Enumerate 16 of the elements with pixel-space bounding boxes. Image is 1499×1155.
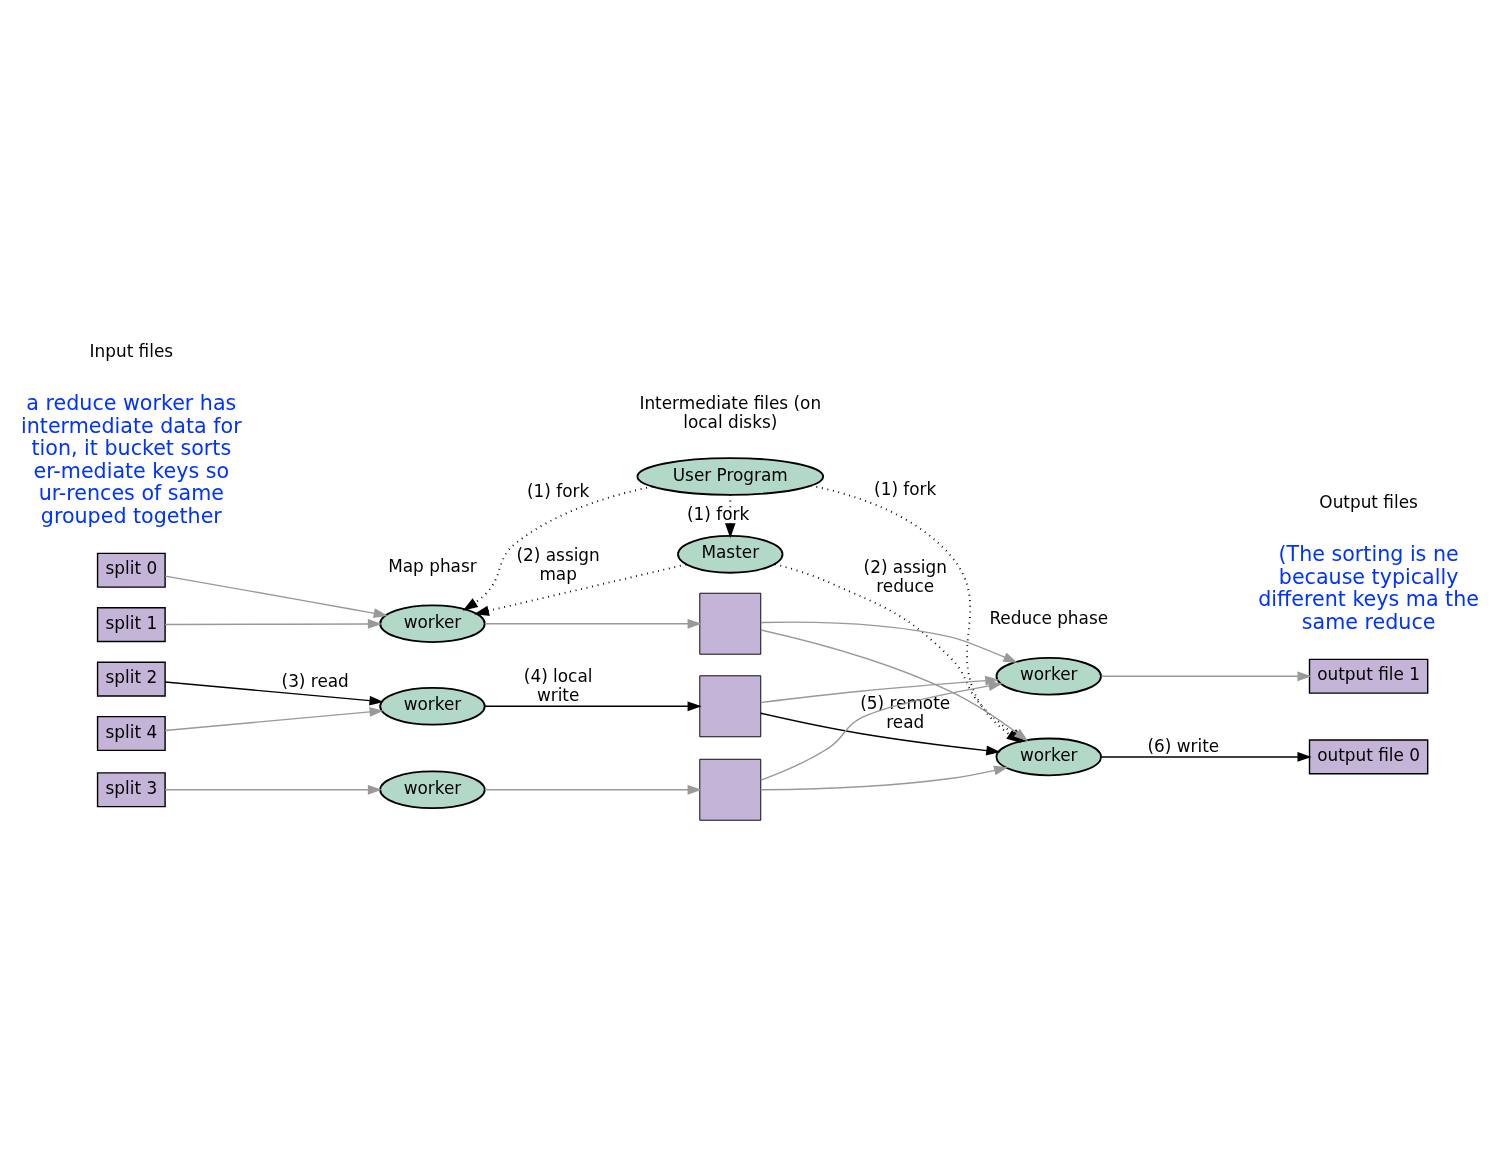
label: Input files xyxy=(89,340,174,361)
edge-label: (1) fork xyxy=(686,503,750,524)
label: Output files xyxy=(1319,491,1418,512)
edge-label: (2) assign reduce xyxy=(863,556,947,596)
label: Map phasr xyxy=(388,555,477,576)
edge-label: (4) local write xyxy=(523,665,593,705)
edge-label: (6) write xyxy=(1147,735,1220,756)
label: Intermediate files (on local disks) xyxy=(639,392,822,432)
label: a reduce worker has intermediate data for tion, it bucket sorts er-mediate keys so ur-rences of same grouped together xyxy=(21,390,242,528)
edge-label: (1) fork xyxy=(527,480,590,501)
edge-label: (3) read xyxy=(281,670,349,691)
edge-label: (5) remote read xyxy=(860,692,951,732)
edge-label: (1) fork xyxy=(874,478,937,499)
label: (The sorting is ne because typically different keys ma the same reduce xyxy=(1258,541,1479,634)
label: Reduce phase xyxy=(989,607,1109,628)
edge-label: (2) assign map xyxy=(516,544,600,584)
